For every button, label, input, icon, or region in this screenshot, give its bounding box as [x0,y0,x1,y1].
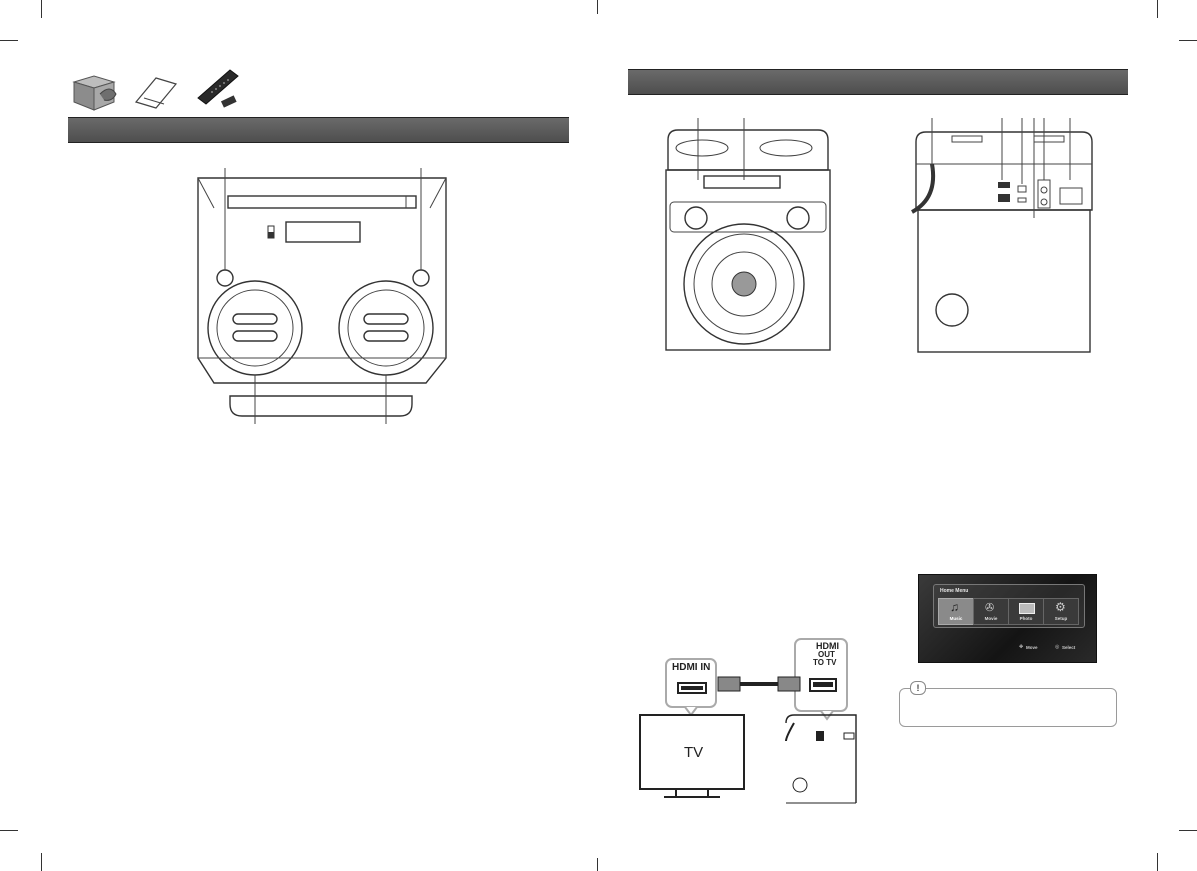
home-menu-screen: Home Menu ♫ Music ✇ Movie Photo ⚙ Setup … [918,574,1097,663]
menu-item-label: Setup [1054,616,1068,621]
unit-top-view-diagram [197,168,447,424]
gear-icon: ⚙ [1055,600,1066,614]
exclamation-icon: ! [910,681,926,695]
menu-item-label: Music [949,616,963,621]
package-box-icon [72,75,117,111]
hdmi-in-label: HDMI IN [672,662,711,673]
menu-item-music[interactable]: ♫ Music [938,598,974,625]
tv-label: TV [684,744,704,761]
hdmi-out-label-1: HDMI [816,641,839,651]
crop-mark [597,0,598,14]
crop-mark [41,853,42,871]
unit-front-view-diagram [665,118,831,351]
unit-rear-view-diagram [910,118,1093,353]
film-reel-icon: ✇ [985,602,995,614]
select-hint-icon: ◎ [1055,644,1060,650]
section-header-bar-right [628,69,1128,95]
crop-mark [1157,0,1158,18]
note-box [899,688,1117,727]
crop-mark [1157,853,1158,871]
menu-item-label: Movie [984,616,998,621]
home-menu-title: Home Menu [940,588,969,594]
menu-item-label: Photo [1019,616,1033,621]
crop-mark [0,40,18,41]
menu-item-photo[interactable]: Photo [1008,598,1044,625]
hdmi-out-label-3: TO TV [813,658,837,667]
music-note-icon: ♫ [950,600,959,614]
menu-item-setup[interactable]: ⚙ Setup [1043,598,1079,625]
hdmi-connection-diagram [639,638,857,804]
move-hint-icon: ✥ [1019,644,1024,650]
photo-icon [1019,603,1035,614]
section-header-bar-left [68,117,569,143]
remote-and-battery-icon [197,69,239,108]
crop-mark [597,858,598,871]
menu-item-movie[interactable]: ✇ Movie [973,598,1009,625]
crop-mark [1179,830,1197,831]
select-hint: Select [1062,645,1076,650]
hdmi-out-label-2: OUT [818,650,835,659]
crop-mark [1179,40,1197,41]
crop-mark [0,830,18,831]
manual-icon [134,77,178,109]
crop-mark [41,0,42,18]
move-hint: Move [1026,645,1038,650]
